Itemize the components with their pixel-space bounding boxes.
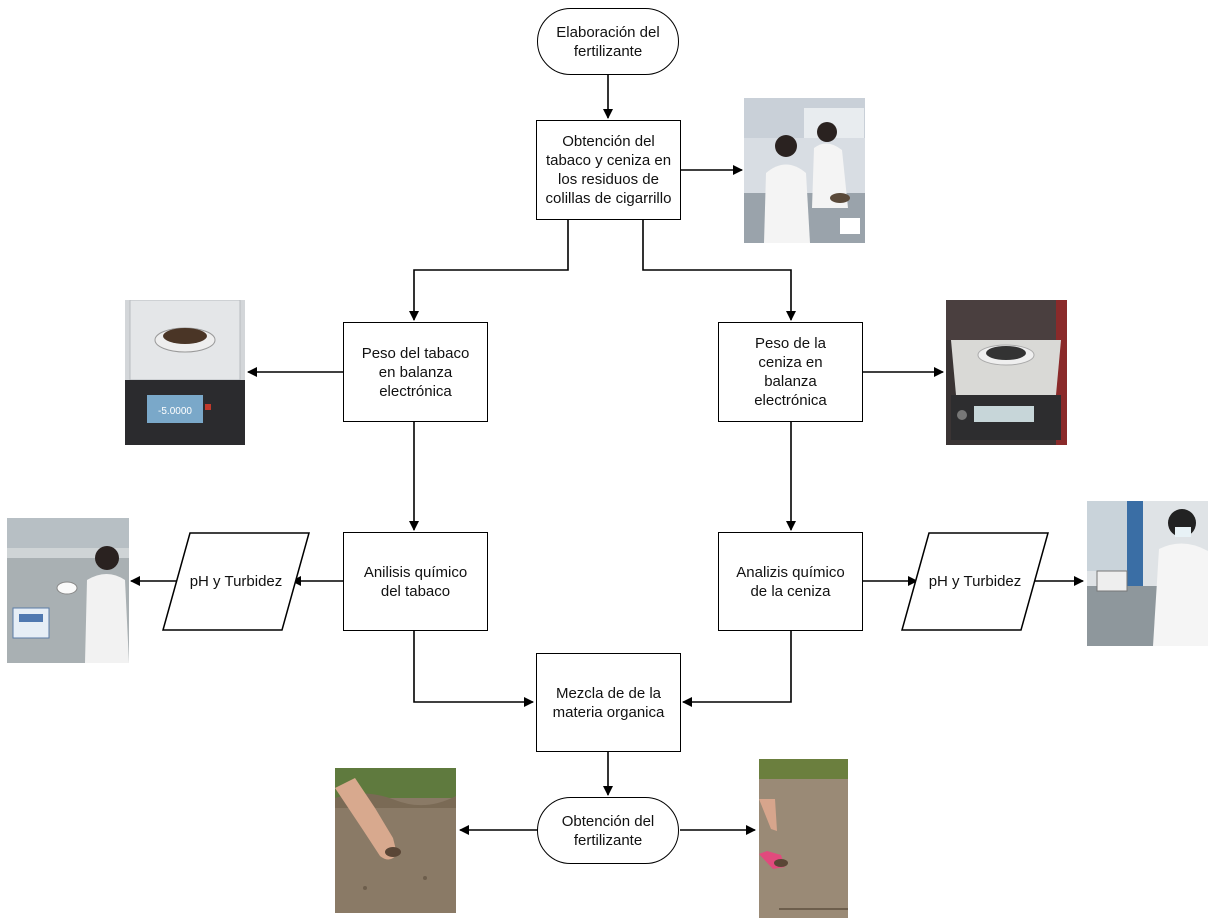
ph-left-parallelogram: pH y Turbidez: [162, 532, 310, 631]
photo-soil-right: [759, 759, 848, 918]
analysis-tobacco-box: Anilisis químico del tabaco: [343, 532, 488, 631]
end-terminal: Obtención del fertilizante: [537, 797, 679, 864]
analysis-ash-label: Analizis químico de la ceniza: [736, 563, 845, 600]
obtain-tobacco-ash-label: Obtención del tabaco y ceniza en los res…: [545, 133, 672, 207]
arrow-analysis-ash-to-mix: [682, 631, 792, 707]
analysis-tobacco-label: Anilisis químico del tabaco: [363, 563, 468, 600]
photo-ph-tobacco: [7, 518, 129, 663]
arrow-obtain-to-weigh-ash: [642, 220, 796, 321]
weigh-ash-box: Peso de la ceniza en balanza electrónica: [718, 322, 863, 422]
photo-balance-ash: [946, 300, 1067, 445]
balance-readout: -5.0000: [158, 406, 192, 417]
photo-ph-ash: [1087, 501, 1208, 646]
photo-soil-left: [335, 768, 456, 913]
photo-balance-tobacco: -5.0000: [125, 300, 245, 445]
mix-box: Mezcla de de la materia organica: [536, 653, 681, 752]
parallelogram-shape: [901, 532, 1049, 631]
weigh-tobacco-label: Peso del tabaco en balanza electrónica: [361, 344, 470, 400]
end-label: Obtención del fertilizante: [561, 812, 655, 849]
arrow-analysis-tobacco-to-mix: [413, 631, 534, 707]
parallelogram-shape: [162, 532, 310, 631]
weigh-tobacco-box: Peso del tabaco en balanza electrónica: [343, 322, 488, 422]
weigh-ash-label: Peso de la ceniza en balanza electrónica: [754, 335, 827, 409]
start-terminal: Elaboración del fertilizante: [537, 8, 679, 75]
photo-lab-students: [744, 98, 865, 243]
obtain-tobacco-ash-box: Obtención del tabaco y ceniza en los res…: [536, 120, 681, 220]
start-label: Elaboración del fertilizante: [556, 23, 660, 60]
ph-right-parallelogram: pH y Turbidez: [901, 532, 1049, 631]
ph-left-label: pH y Turbidez: [189, 573, 283, 590]
analysis-ash-box: Analizis químico de la ceniza: [718, 532, 863, 631]
ph-right-label: pH y Turbidez: [928, 573, 1022, 590]
mix-label: Mezcla de de la materia organica: [552, 684, 665, 721]
arrow-obtain-to-weigh-tobacco: [409, 220, 569, 321]
